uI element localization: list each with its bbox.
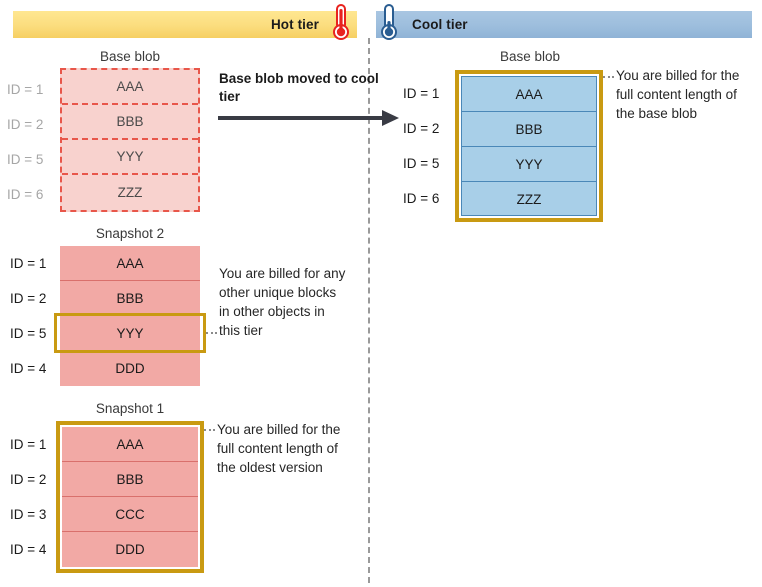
hot-snapshot-1-leader <box>204 429 215 431</box>
cool-base-blob-id-3: ID = 6 <box>403 191 440 206</box>
hot-base-blob-id-0: ID = 1 <box>7 82 44 97</box>
hot-snapshot-2-callout: You are billed for any other unique bloc… <box>219 266 346 338</box>
hot-snapshot-2-id-0: ID = 1 <box>10 256 47 271</box>
cool-base-blob-id-1: ID = 2 <box>403 121 440 136</box>
hot-base-blob-title: Base blob <box>99 49 161 64</box>
hot-base-blob-id-1: ID = 2 <box>7 117 44 132</box>
table-row: YYY <box>60 316 200 351</box>
cool-base-blob-id-0: ID = 1 <box>403 86 440 101</box>
tier-divider <box>368 38 370 583</box>
table-row: YYY <box>62 140 198 175</box>
table-row: DDD <box>115 361 145 376</box>
hot-snapshot-1-id-3: ID = 4 <box>10 542 47 557</box>
cool-base-blob-title: Base blob <box>499 49 561 64</box>
table-row: AAA <box>62 70 198 105</box>
cool-base-blob-id-2: ID = 5 <box>403 156 440 171</box>
table-row: ZZZ <box>516 192 542 207</box>
table-row: BBB <box>62 105 198 140</box>
table-row: BBB <box>462 112 596 147</box>
hot-snapshot-1-title: Snapshot 1 <box>95 401 165 416</box>
hot-snapshot-2-id-3: ID = 4 <box>10 361 47 376</box>
hot-snapshot-1-id-1: ID = 2 <box>10 472 47 487</box>
table-row: DDD <box>115 542 145 557</box>
hot-base-blob-id-2: ID = 5 <box>7 152 44 167</box>
thermometer-hot-icon <box>330 2 352 47</box>
hot-snapshot-2-table: AAA BBB YYY DDD <box>60 246 200 386</box>
table-row: BBB <box>60 281 200 316</box>
table-row: BBB <box>62 462 198 497</box>
table-row: AAA <box>462 77 596 112</box>
hot-snapshot-1-table: AAA BBB CCC DDD <box>62 427 198 567</box>
table-row: AAA <box>60 246 200 281</box>
transition-label: Base blob moved to cool tier <box>219 71 379 104</box>
hot-snapshot-1-id-2: ID = 3 <box>10 507 47 522</box>
table-row: YYY <box>462 147 596 182</box>
hot-base-blob-table: AAA BBB YYY ZZZ <box>60 68 200 212</box>
hot-snapshot-2-id-1: ID = 2 <box>10 291 47 306</box>
cool-base-blob-callout: You are billed for the full content leng… <box>616 68 740 121</box>
hot-tier-label: Hot tier <box>270 17 319 32</box>
hot-tier-header: Hot tier <box>13 11 357 38</box>
hot-base-blob-id-3: ID = 6 <box>7 187 44 202</box>
table-row: CCC <box>62 497 198 532</box>
hot-snapshot-1-callout: You are billed for the full content leng… <box>217 422 341 475</box>
hot-snapshot-2-id-2: ID = 5 <box>10 326 47 341</box>
hot-snapshot-1-id-0: ID = 1 <box>10 437 47 452</box>
hot-snapshot-2-leader <box>206 332 217 334</box>
cool-base-blob-leader <box>603 76 614 78</box>
table-row: ZZZ <box>117 185 143 200</box>
hot-snapshot-2-title: Snapshot 2 <box>95 226 165 241</box>
cool-tier-header: Cool tier <box>376 11 752 38</box>
cool-base-blob-table: AAA BBB YYY ZZZ <box>461 76 597 216</box>
thermometer-cool-icon <box>378 2 400 47</box>
cool-tier-label: Cool tier <box>412 17 468 32</box>
arrow-right-icon <box>218 110 400 126</box>
table-row: AAA <box>62 427 198 462</box>
